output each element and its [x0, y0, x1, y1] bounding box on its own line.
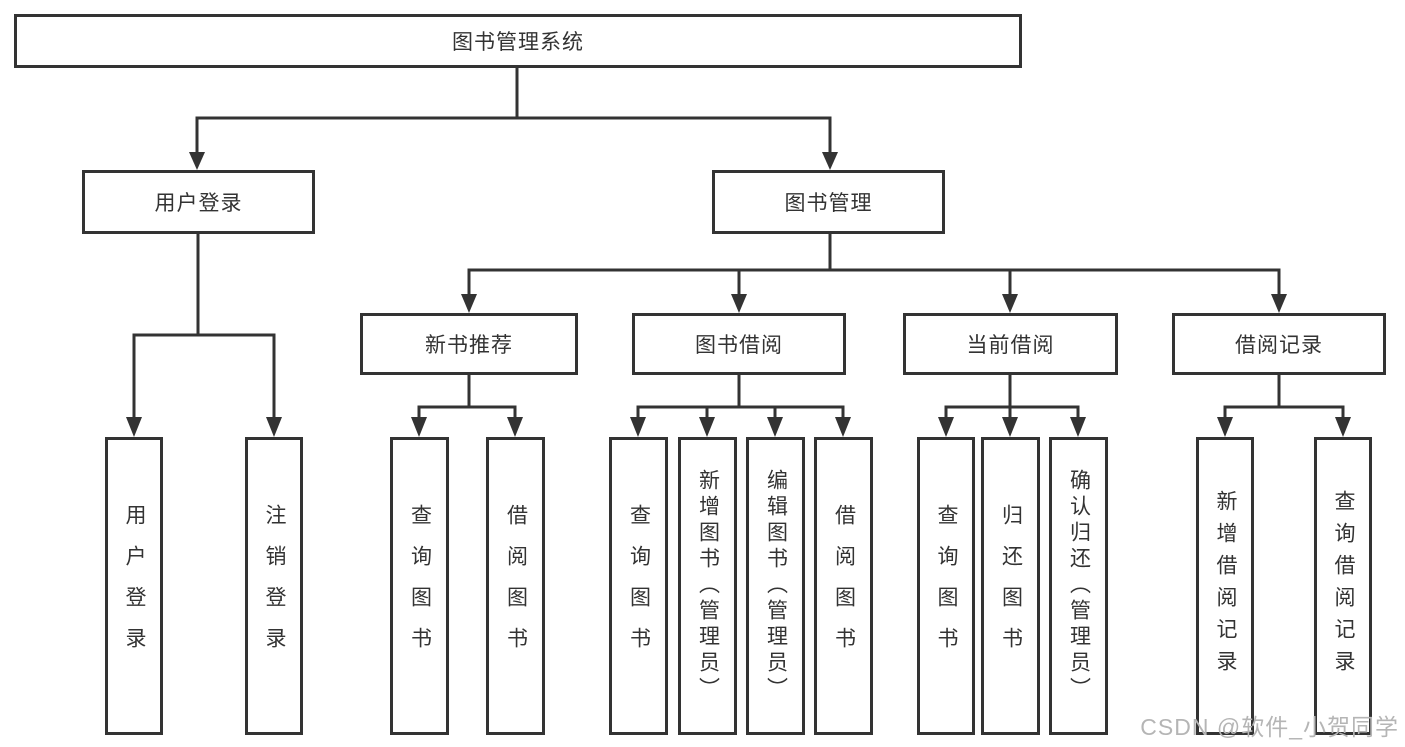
node-leaf-query-books-3: 查询图书	[917, 437, 975, 735]
node-book-management: 图书管理	[712, 170, 945, 234]
node-leaf-add-books-admin: 新增图书（管理员）	[678, 437, 737, 735]
node-label: 用户登录	[154, 192, 243, 215]
node-label: 注销登录	[263, 504, 286, 668]
node-new-book-recommend: 新书推荐	[360, 313, 578, 375]
connector-borrow-records	[1217, 372, 1351, 437]
node-current-borrowing: 当前借阅	[903, 313, 1118, 375]
node-label: 图书管理	[784, 192, 873, 215]
node-label: 查询图书	[935, 504, 958, 668]
node-leaf-edit-books-admin: 编辑图书（管理员）	[746, 437, 805, 735]
node-leaf-logout: 注销登录	[245, 437, 303, 735]
node-label: 新增借阅记录	[1214, 490, 1237, 682]
node-label: 借阅图书	[504, 504, 528, 668]
node-library-management-system: 图书管理系统	[14, 14, 1022, 68]
node-leaf-borrow-books-1: 借阅图书	[486, 437, 545, 735]
node-label: 当前借阅	[966, 334, 1055, 357]
node-label: 查询借阅记录	[1332, 490, 1355, 682]
node-leaf-return-books: 归还图书	[981, 437, 1040, 735]
node-label: 图书管理系统	[452, 31, 584, 54]
node-user-login: 用户登录	[82, 170, 315, 234]
node-leaf-add-borrow-record: 新增借阅记录	[1196, 437, 1254, 735]
node-label: 新书推荐	[425, 334, 513, 357]
node-leaf-query-books-1: 查询图书	[390, 437, 449, 735]
connector-current-borrowing	[938, 372, 1086, 437]
node-leaf-query-books-2: 查询图书	[609, 437, 668, 735]
node-leaf-borrow-books-2: 借阅图书	[814, 437, 873, 735]
node-label: 归还图书	[999, 504, 1023, 668]
node-label: 借阅记录	[1235, 334, 1323, 357]
connector-book-borrowing	[630, 372, 851, 437]
node-label: 查询图书	[408, 504, 432, 668]
connector-new-book-recommend	[411, 372, 523, 437]
connector-user-login	[126, 231, 282, 437]
node-leaf-confirm-return-admin: 确认归还（管理员）	[1049, 437, 1108, 735]
node-label: 编辑图书（管理员）	[764, 469, 788, 703]
node-label: 图书借阅	[695, 334, 783, 357]
node-leaf-user-login: 用户登录	[105, 437, 163, 735]
node-label: 用户登录	[123, 504, 146, 668]
node-label: 借阅图书	[832, 504, 856, 668]
node-book-borrowing: 图书借阅	[632, 313, 846, 375]
node-label: 新增图书（管理员）	[696, 469, 720, 703]
connector-book-management	[461, 231, 1287, 313]
node-label: 查询图书	[627, 504, 651, 668]
node-leaf-query-borrow-record: 查询借阅记录	[1314, 437, 1372, 735]
connector-root	[189, 66, 838, 170]
node-borrow-records: 借阅记录	[1172, 313, 1386, 375]
csdn-watermark: CSDN @软件_小贺同学	[1140, 714, 1399, 740]
node-label: 确认归还（管理员）	[1067, 469, 1091, 703]
